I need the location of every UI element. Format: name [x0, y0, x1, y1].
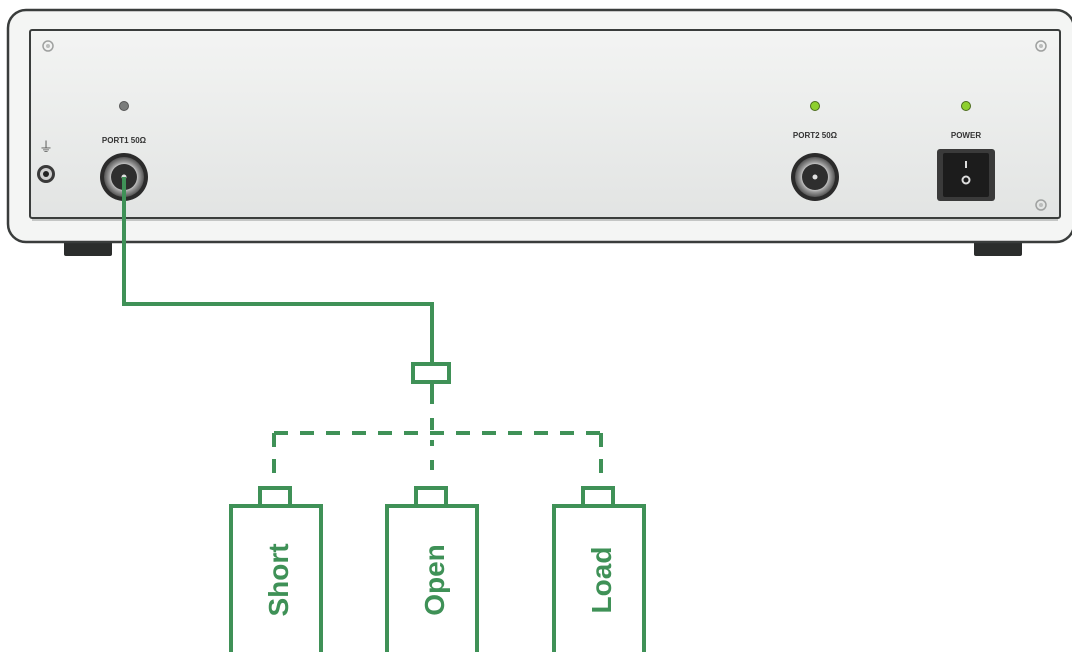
- power-label: POWER: [951, 131, 981, 140]
- standard-label-open: Open: [419, 544, 450, 616]
- power-switch-icon[interactable]: [937, 149, 995, 201]
- cal-standard-short[interactable]: Short: [229, 486, 323, 652]
- port1-label: PORT1 50Ω: [102, 136, 147, 145]
- cal-standard-open[interactable]: Open: [385, 486, 479, 652]
- port2-connector[interactable]: [791, 153, 839, 201]
- standard-selection-lines: [272, 418, 603, 476]
- cal-standard-load[interactable]: Load: [552, 486, 646, 652]
- screw-icon: [42, 40, 54, 52]
- ground-jack[interactable]: [37, 165, 55, 183]
- port2-label: PORT2 50Ω: [793, 131, 838, 140]
- ground-icon: ⏚: [39, 139, 53, 155]
- screw-icon: [1035, 40, 1047, 52]
- port1-led: [119, 101, 129, 111]
- power-led: [961, 101, 971, 111]
- port2-led: [810, 101, 820, 111]
- instrument-front-panel: ⏚ PORT1 50Ω PORT2 50Ω POWER: [6, 8, 1072, 256]
- instrument-inner-panel: [29, 29, 1061, 219]
- standard-label-load: Load: [586, 547, 617, 614]
- test-cable: [122, 177, 451, 404]
- standard-label-short: Short: [263, 543, 294, 616]
- cable-connector: [411, 362, 451, 384]
- screw-icon: [1035, 199, 1047, 211]
